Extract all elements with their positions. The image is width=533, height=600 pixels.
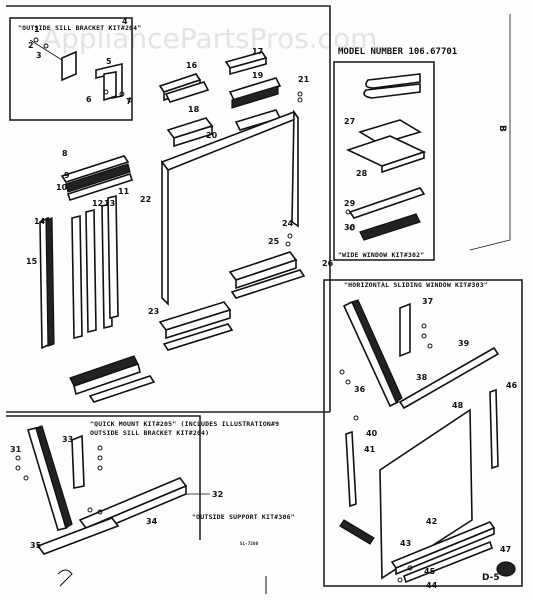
callout-46: 46 [506,381,518,390]
bracket-kit-parts [29,37,133,103]
callout-21: 21 [298,75,310,84]
callout-17: 17 [252,47,263,56]
callout-36: 36 [354,385,366,394]
callout-24: 24 [282,219,294,228]
quick-mount-parts [15,425,210,555]
callout-23: 23 [148,307,159,316]
callout-7: 7 [126,97,132,106]
callout-11: 11 [118,187,130,196]
callout-35: 35 [30,541,42,550]
callout-43: 43 [400,539,411,548]
callout-20: 20 [206,131,218,140]
callout-40: 40 [366,429,378,438]
horizontal-kit-parts [339,299,516,584]
callout-16: 16 [186,61,198,70]
watermark: AppliancePartsPros.com [42,22,377,55]
small-note: SL-7200 [240,541,259,546]
callout-32: 32 [212,490,223,499]
callout-48: 48 [452,401,464,410]
callout-15: 15 [26,257,38,266]
main-section-frame [6,5,331,412]
callout-37: 37 [422,297,433,306]
callout-41: 41 [364,445,376,454]
wide-window-kit-caption: "WIDE WINDOW KIT#302" [338,251,424,259]
callout-34: 34 [146,517,158,526]
callout-29: 29 [344,199,356,208]
horizontal-kit-caption: "HORIZONTAL SLIDING WINDOW KIT#303" [344,281,488,289]
quick-mount-frame [6,415,201,540]
callout-14: 14 [34,217,46,226]
outer-border-line [469,14,511,251]
callout-3: 3 [36,51,42,60]
bracket-kit-caption: "OUTSIDE SILL BRACKET KIT#204" [18,24,141,32]
callout-47: 47 [500,545,511,554]
callout-19: 19 [252,71,264,80]
side-mark: B [497,125,507,132]
callout-38: 38 [416,373,428,382]
callout-42: 42 [426,517,437,526]
callout-27: 27 [344,117,355,126]
callout-numbers: 1 2 3 4 5 6 7 8 9 10 11 12 13 14 15 16 1… [10,17,518,590]
callout-25: 25 [268,237,280,246]
callout-44: 44 [426,581,438,590]
callout-13: 13 [104,199,115,208]
callout-31: 31 [10,445,22,454]
sheet-label: D-5 [482,573,500,583]
model-number: MODEL NUMBER 106.67701 [338,47,457,57]
horizontal-kit-frame [323,279,523,587]
callout-30: 30 [344,223,356,232]
callout-1: 1 [34,25,40,34]
scribble-mark [57,569,73,587]
callout-33: 33 [62,435,73,444]
callout-2: 2 [28,41,34,50]
callout-18: 18 [188,105,200,114]
wide-window-kit-parts [345,73,427,241]
callout-26: 26 [322,259,334,268]
quick-mount-caption-line2: OUTSIDE SILL BRACKET KIT#204) [90,429,209,437]
callout-9: 9 [64,171,70,180]
wide-window-kit-frame [333,61,435,261]
callout-5: 5 [106,57,112,66]
callout-6: 6 [86,95,92,104]
callout-8: 8 [62,149,68,158]
main-assembly-parts [39,51,306,403]
bracket-kit-frame [9,17,133,121]
callout-4: 4 [122,17,128,26]
outside-support-caption: "OUTSIDE SUPPORT KIT#306" [192,513,295,521]
callout-22: 22 [140,195,151,204]
callout-39: 39 [458,339,470,348]
callout-45: 45 [424,567,436,576]
callout-12: 12 [92,199,103,208]
quick-mount-caption-line1: "QUICK MOUNT KIT#205" (INCLUDES ILLUSTRA… [90,420,279,428]
callout-10: 10 [56,183,68,192]
callout-28: 28 [356,169,368,178]
